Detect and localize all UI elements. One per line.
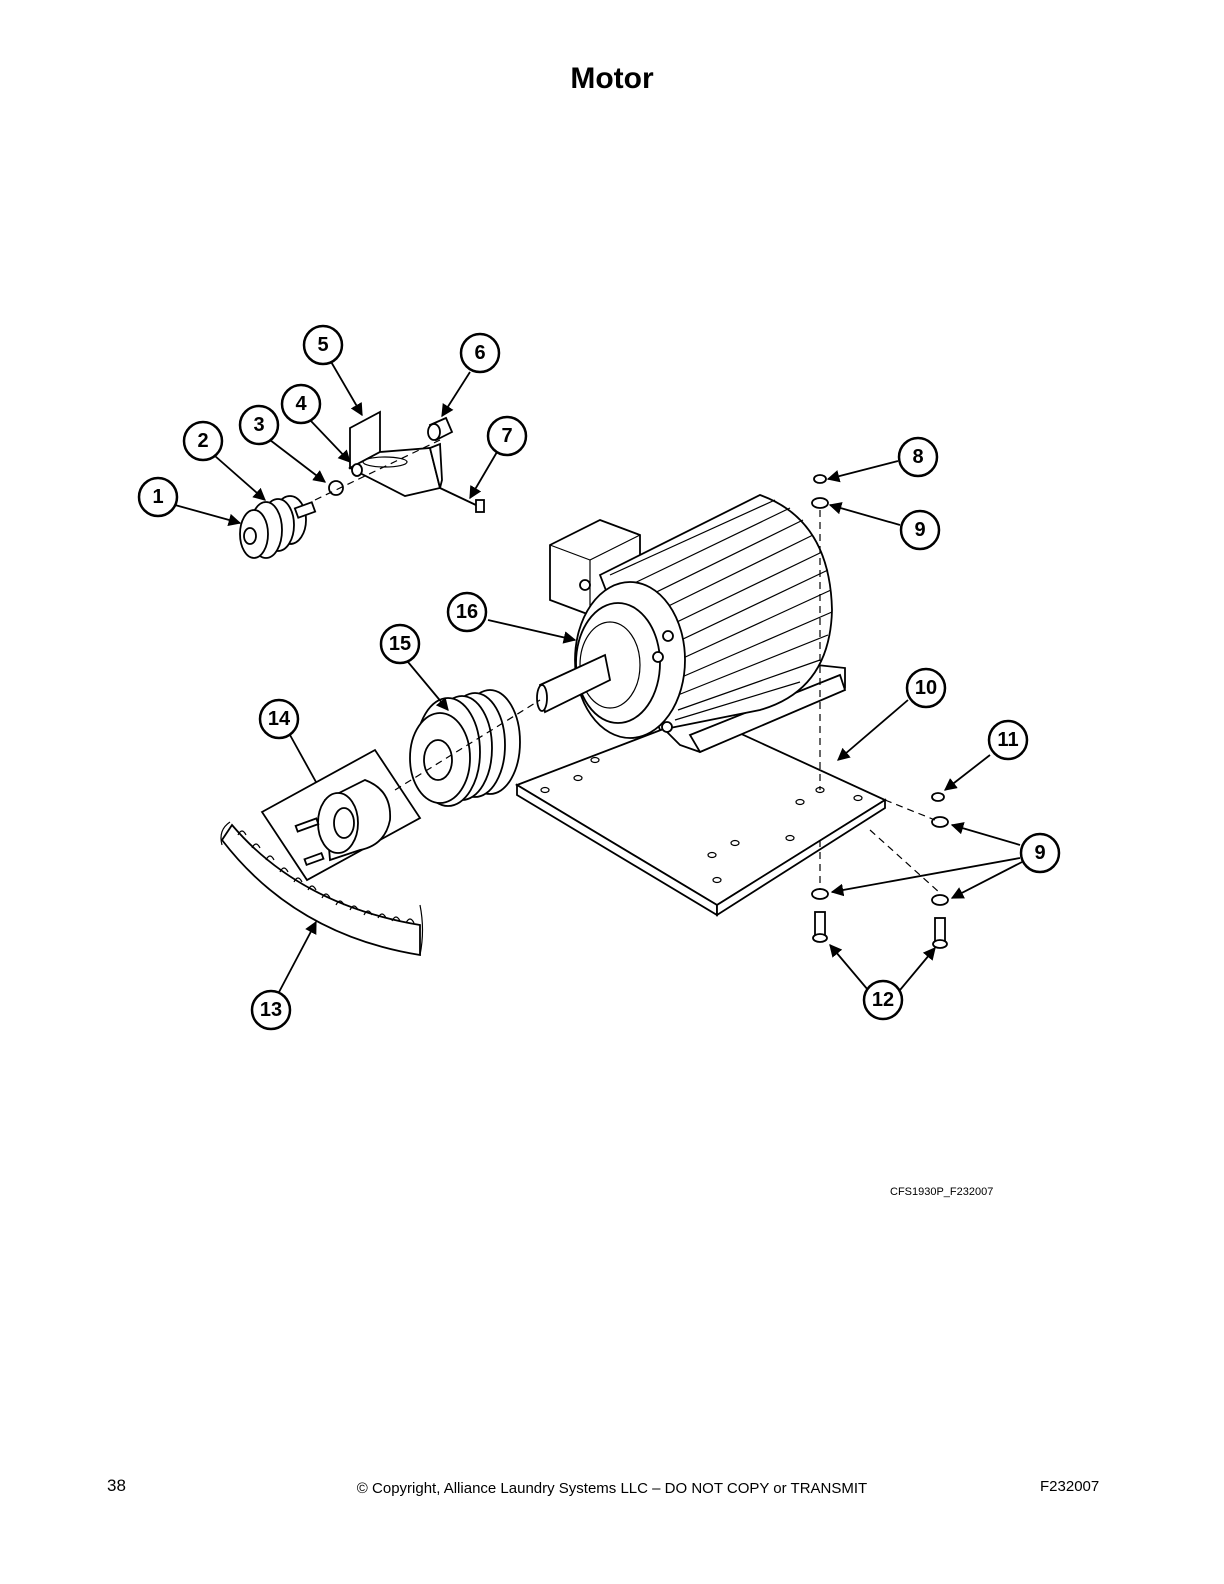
callout-1: 1	[137, 476, 179, 518]
svg-text:9: 9	[914, 519, 925, 541]
callout-9-bottom: 9	[1019, 832, 1061, 874]
adjustment-bolt	[439, 487, 485, 513]
assembly-lines	[314, 439, 941, 894]
copyright-notice: © Copyright, Alliance Laundry Systems LL…	[356, 1480, 868, 1497]
callout-14: 14	[258, 698, 300, 740]
washer	[351, 463, 363, 477]
motor-assembly	[536, 494, 847, 754]
nut	[328, 480, 344, 496]
document-code: F232007	[1040, 1478, 1100, 1495]
adjustable-pulley	[239, 495, 317, 559]
motor-mount-plate	[514, 714, 887, 917]
callout-4: 4	[280, 383, 322, 425]
callout-9-top: 9	[899, 509, 941, 551]
callout-11: 11	[987, 719, 1029, 761]
spacer	[427, 416, 454, 442]
svg-text:1: 1	[152, 486, 163, 508]
svg-text:11: 11	[997, 729, 1018, 751]
mount-hardware	[811, 474, 949, 949]
adjustment-bracket	[348, 410, 443, 497]
callout-2: 2	[182, 420, 224, 462]
leader-lines	[174, 359, 1023, 995]
svg-text:8: 8	[912, 446, 923, 468]
callout-7: 7	[486, 415, 528, 457]
page-title: Motor	[570, 62, 654, 95]
svg-text:9: 9	[1034, 842, 1045, 864]
page-number: 38	[107, 1476, 126, 1495]
svg-text:2: 2	[197, 430, 208, 452]
callouts: 1 2 3 4 5 6 7 8 9 9 10 11 12 13 14 15 16	[137, 324, 1061, 1031]
svg-text:12: 12	[872, 989, 894, 1011]
svg-text:16: 16	[456, 601, 478, 623]
callout-15: 15	[379, 623, 421, 665]
callout-13: 13	[250, 989, 292, 1031]
callout-16: 16	[446, 591, 488, 633]
svg-text:6: 6	[474, 342, 485, 364]
svg-text:3: 3	[253, 414, 264, 436]
svg-text:14: 14	[268, 708, 291, 730]
svg-text:7: 7	[501, 425, 512, 447]
callout-8: 8	[897, 436, 939, 478]
bushing-kit	[260, 748, 422, 882]
callout-3: 3	[238, 404, 280, 446]
callout-5: 5	[302, 324, 344, 366]
callout-6: 6	[459, 332, 501, 374]
svg-text:5: 5	[317, 334, 328, 356]
svg-text:13: 13	[260, 999, 282, 1021]
svg-text:15: 15	[389, 633, 411, 655]
drive-belt	[220, 821, 424, 957]
svg-text:4: 4	[295, 393, 307, 415]
callout-10: 10	[905, 667, 947, 709]
svg-text:10: 10	[915, 677, 937, 699]
motor-sheave	[409, 689, 521, 807]
callout-12: 12	[862, 979, 904, 1021]
figure-code: CFS1930P_F232007	[890, 1186, 994, 1198]
